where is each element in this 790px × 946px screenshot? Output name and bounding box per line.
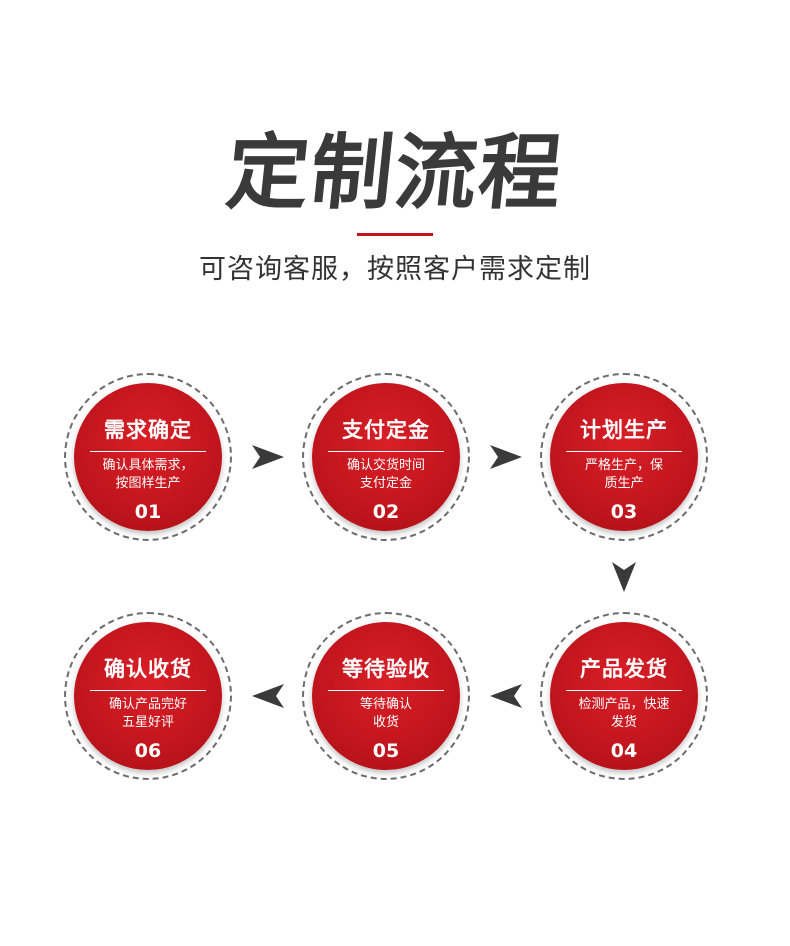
- arrow-right-icon: [488, 443, 524, 471]
- step-disc: 支付定金 确认交货时间 支付定金 02: [312, 383, 460, 531]
- step-title: 需求确定: [104, 418, 192, 442]
- step-desc-line: 收货: [372, 715, 399, 730]
- step-6: 确认收货 确认产品完好 五星好评 06: [64, 612, 232, 780]
- step-1: 需求确定 确认具体需求， 按图样生产 01: [64, 373, 232, 541]
- page-title: 定制流程: [222, 126, 569, 221]
- step-desc-line: 质生产: [604, 476, 644, 491]
- step-title: 确认收货: [104, 657, 192, 681]
- step-desc-line: 等待确认: [359, 697, 412, 712]
- step-number: 03: [610, 501, 638, 523]
- step-number: 05: [372, 740, 400, 762]
- step-4: 产品发货 检测产品，快速 发货 04: [540, 612, 708, 780]
- title-underline: [357, 233, 433, 236]
- step-description: 等待确认 收货: [322, 696, 450, 732]
- step-title: 产品发货: [580, 657, 668, 681]
- step-description: 确认产品完好 五星好评: [84, 696, 212, 732]
- arrow-left-icon: [250, 682, 286, 710]
- step-ring: [540, 612, 708, 780]
- step-divider: [566, 451, 682, 452]
- step-divider: [328, 690, 444, 691]
- step-desc-line: 确认具体需求，: [102, 458, 194, 473]
- page-subtitle: 可咨询客服，按照客户需求定制: [199, 254, 591, 285]
- step-description: 检测产品，快速 发货: [560, 696, 688, 732]
- step-divider: [90, 451, 206, 452]
- step-ring: [302, 612, 470, 780]
- step-disc: 需求确定 确认具体需求， 按图样生产 01: [74, 383, 222, 531]
- arrow-down-icon: [610, 560, 638, 594]
- step-disc: 产品发货 检测产品，快速 发货 04: [550, 622, 698, 770]
- step-number: 06: [134, 740, 162, 762]
- step-ring: [540, 373, 708, 541]
- step-desc-line: 支付定金: [359, 476, 412, 491]
- step-disc: 确认收货 确认产品完好 五星好评 06: [74, 622, 222, 770]
- step-description: 确认具体需求， 按图样生产: [84, 457, 212, 493]
- step-title: 等待验收: [342, 657, 430, 681]
- step-desc-line: 五星好评: [121, 715, 174, 730]
- step-desc-line: 确认产品完好: [108, 697, 187, 712]
- step-ring: [64, 612, 232, 780]
- step-divider: [566, 690, 682, 691]
- step-desc-line: 检测产品，快速: [578, 697, 670, 712]
- step-ring: [64, 373, 232, 541]
- step-divider: [328, 451, 444, 452]
- step-disc: 等待验收 等待确认 收货 05: [312, 622, 460, 770]
- step-desc-line: 确认交货时间: [346, 458, 425, 473]
- step-desc-line: 严格生产，保: [584, 458, 663, 473]
- arrow-left-icon: [488, 682, 524, 710]
- step-title: 计划生产: [580, 418, 668, 442]
- step-desc-line: 发货: [610, 715, 637, 730]
- step-desc-line: 按图样生产: [115, 476, 181, 491]
- step-divider: [90, 690, 206, 691]
- step-description: 严格生产，保 质生产: [560, 457, 688, 493]
- step-disc: 计划生产 严格生产，保 质生产 03: [550, 383, 698, 531]
- arrow-right-icon: [250, 443, 286, 471]
- step-2: 支付定金 确认交货时间 支付定金 02: [302, 373, 470, 541]
- step-number: 02: [372, 501, 400, 523]
- step-description: 确认交货时间 支付定金: [322, 457, 450, 493]
- step-ring: [302, 373, 470, 541]
- step-5: 等待验收 等待确认 收货 05: [302, 612, 470, 780]
- step-number: 01: [134, 501, 162, 523]
- step-3: 计划生产 严格生产，保 质生产 03: [540, 373, 708, 541]
- step-number: 04: [610, 740, 638, 762]
- step-title: 支付定金: [342, 418, 430, 442]
